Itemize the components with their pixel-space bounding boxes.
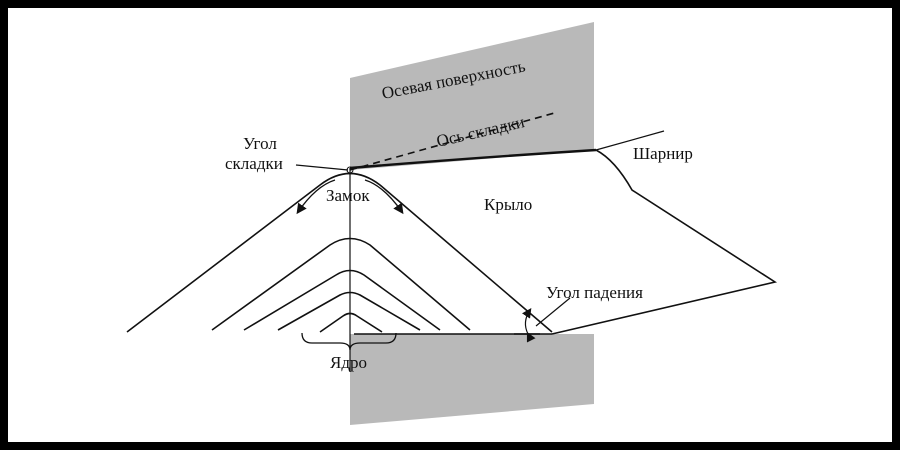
- fold-angle-pointer: [295, 164, 349, 171]
- axial-surface-plane-lower: [350, 334, 594, 425]
- fold-layer-2: [211, 237, 471, 331]
- dip-angle-arc: [522, 308, 536, 343]
- fold-angle-label-line2: складки: [225, 154, 283, 173]
- core-label: Ядро: [330, 353, 367, 372]
- crest-arrow-right: [364, 179, 404, 215]
- core-bracket: [301, 332, 397, 351]
- crest-arrow-left: [296, 179, 336, 215]
- hinge-line: [349, 148, 597, 170]
- limb-label: Крыло: [484, 195, 532, 214]
- hinge-extension: [595, 130, 665, 151]
- limb-outline: [551, 149, 778, 335]
- fold-layer-3: [243, 269, 441, 331]
- dip-angle-label: Угол падения: [546, 283, 643, 302]
- fold-layer-4: [277, 291, 421, 331]
- hinge-label: Шарнир: [633, 144, 693, 163]
- fold-angle-label-line1: Угол: [243, 134, 277, 153]
- outer-fold-surface: [126, 172, 553, 333]
- fold-diagram: Осевая поверхность Ось складки Угол скла…: [126, 22, 778, 425]
- fold-layer-5: [319, 312, 383, 333]
- dip-angle-pointer: [535, 297, 571, 327]
- axial-surface-plane-upper: [350, 22, 594, 170]
- fold-angle-point: [346, 166, 354, 174]
- crest-label: Замок: [326, 186, 370, 205]
- diagram-frame: Осевая поверхность Ось складки Угол скла…: [8, 8, 892, 442]
